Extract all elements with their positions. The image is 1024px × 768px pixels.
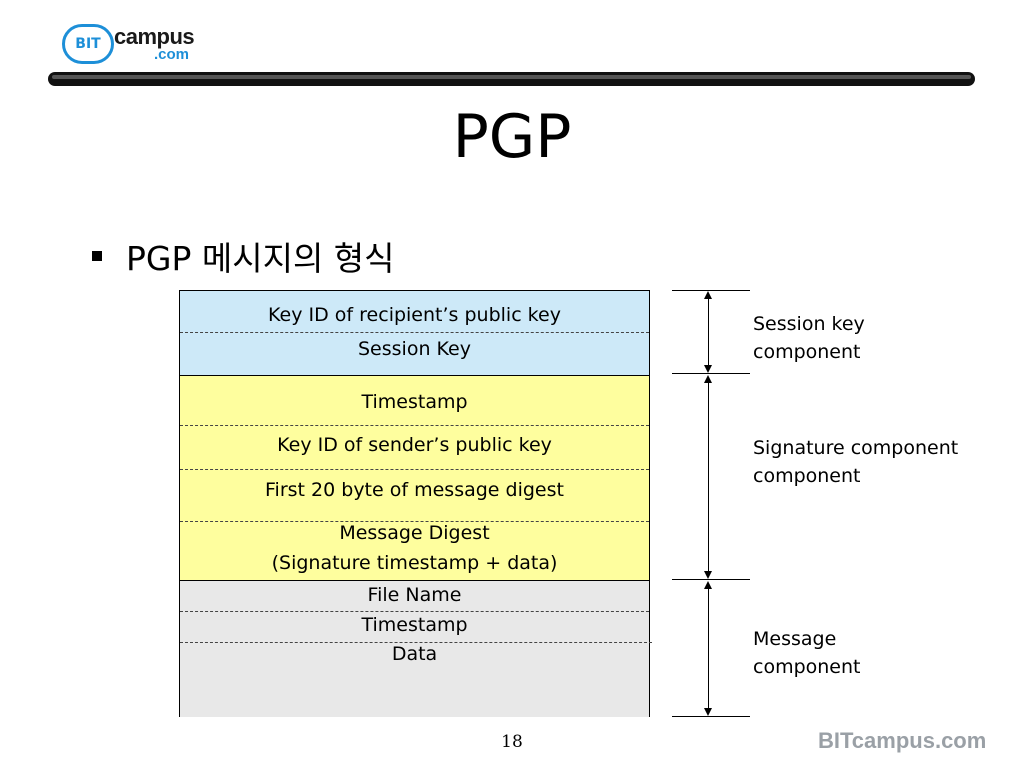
field-divider — [180, 469, 649, 470]
slide-title: PGP — [452, 102, 572, 172]
field-first-20-bytes: First 20 byte of message digest — [265, 479, 564, 501]
message-section: File Name Timestamp Data — [180, 581, 652, 717]
message-span-line — [708, 588, 709, 708]
page-number: 18 — [501, 732, 523, 752]
bracket-tick — [672, 716, 750, 717]
field-data: Data — [391, 643, 438, 665]
bullet-point: PGP 메시지의 형식 — [92, 232, 395, 280]
bullet-text: PGP 메시지의 형식 — [126, 239, 395, 278]
header-divider-bar — [48, 72, 975, 86]
label-line: Message — [753, 628, 837, 650]
arrow-down-icon — [704, 708, 712, 716]
field-session-key: Session Key — [358, 338, 471, 360]
label-line: component — [753, 465, 861, 487]
bullet-square-icon — [92, 251, 102, 261]
signature-span-line — [708, 382, 709, 571]
bracket-tick — [672, 373, 750, 374]
field-file-name: File Name — [367, 584, 462, 606]
field-divider — [180, 425, 649, 426]
session-key-section: Key ID of recipient’s public key Session… — [180, 291, 649, 375]
field-message-digest: Message Digest — [339, 522, 490, 544]
field-recipient-key-id: Key ID of recipient’s public key — [268, 304, 561, 326]
signature-section: Timestamp Key ID of sender’s public key … — [180, 375, 649, 581]
logo-suffix: .com — [154, 46, 190, 63]
signature-component-label: Signature component component — [753, 434, 958, 490]
bracket-tick — [672, 290, 750, 291]
logo-badge: BIT — [62, 24, 114, 64]
message-component-label: Message component — [753, 625, 861, 681]
field-message-digest-note: (Signature timestamp + data) — [271, 552, 558, 574]
label-line: component — [753, 341, 861, 363]
arrow-up-icon — [704, 291, 712, 299]
field-divider — [180, 332, 649, 333]
arrow-up-icon — [704, 375, 712, 383]
field-divider — [180, 642, 652, 643]
session-component-label: Session key component — [753, 310, 865, 366]
field-signature-timestamp: Timestamp — [361, 391, 468, 413]
arrow-up-icon — [704, 581, 712, 589]
field-sender-key-id: Key ID of sender’s public key — [277, 434, 552, 456]
field-message-timestamp: Timestamp — [361, 614, 468, 636]
field-divider — [180, 521, 649, 522]
field-divider — [180, 611, 649, 612]
bitcampus-logo: BIT campus .com — [58, 18, 218, 68]
logo-word: campus — [114, 24, 195, 49]
pgp-message-format-diagram: Key ID of recipient’s public key Session… — [179, 290, 652, 717]
arrow-down-icon — [704, 571, 712, 579]
label-line: Signature component — [753, 437, 959, 459]
footer-brand: BITcampus.com — [818, 728, 987, 753]
arrow-down-icon — [704, 365, 712, 373]
session-span-line — [708, 298, 709, 366]
label-line: Session key — [753, 313, 865, 335]
bracket-tick — [672, 579, 750, 580]
label-line: component — [753, 656, 861, 678]
